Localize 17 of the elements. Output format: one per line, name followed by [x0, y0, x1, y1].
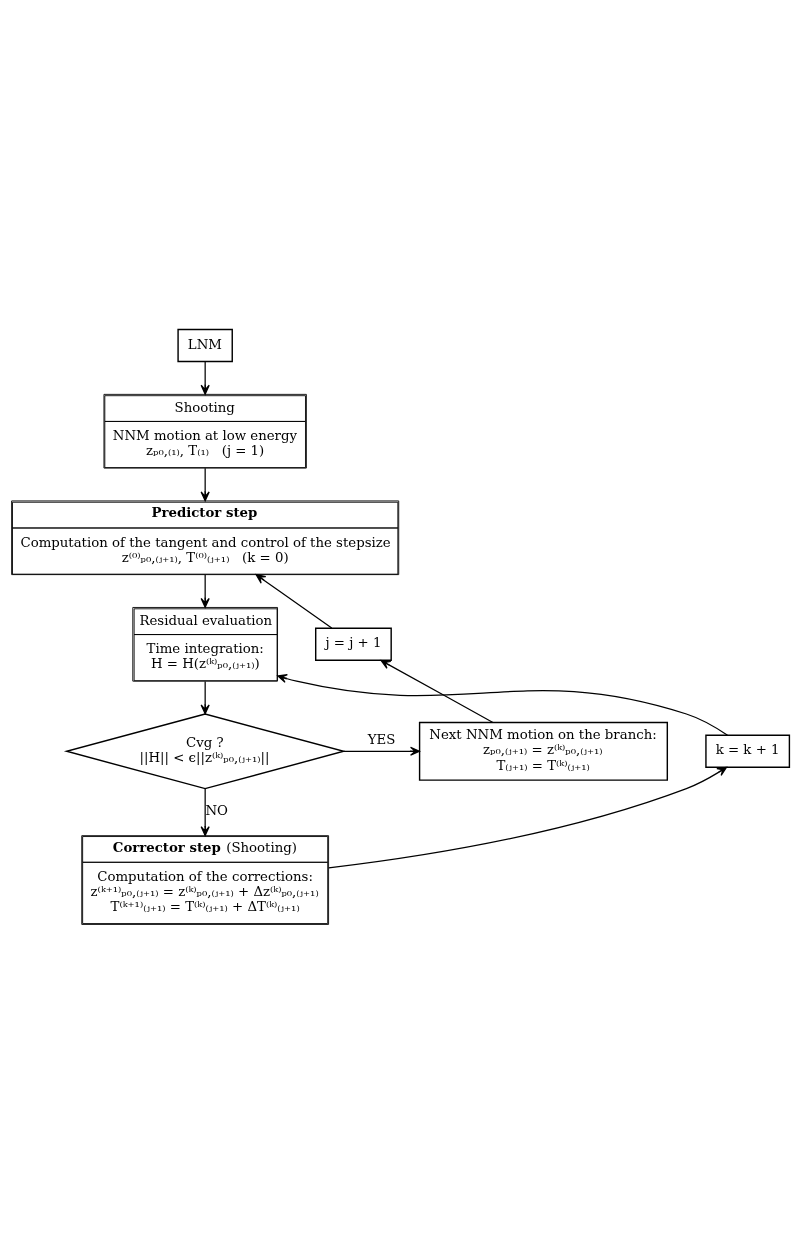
arrow — [200, 361, 210, 395]
arrow — [200, 680, 210, 715]
arrow — [380, 659, 494, 724]
node-box: k = k + 1 — [705, 734, 791, 768]
arrow — [255, 574, 333, 629]
node-box: j = j + 1 — [315, 627, 392, 661]
arrow — [200, 788, 210, 837]
arrow — [200, 574, 210, 608]
arrow — [328, 766, 728, 869]
node-box: Next NNM motion on the branch: zₚ₀,₍ⱼ₊₁₎ = z⁽ᵏ⁾ₚ₀,₍ⱼ₊₁₎ T₍ⱼ₊₁₎ = T⁽ᵏ⁾₍ⱼ₊₁₎ — [418, 721, 669, 781]
edge-label: YES — [367, 732, 396, 748]
edge-label: NO — [205, 803, 228, 819]
node-diamond: Cvg ? ||H|| < ϵ||z⁽ᵏ⁾ₚ₀,₍ⱼ₊₁₎|| — [63, 713, 347, 790]
node-box: LNM — [177, 328, 233, 363]
arrow — [277, 674, 729, 736]
arrow — [200, 467, 210, 502]
arrow — [343, 746, 421, 756]
